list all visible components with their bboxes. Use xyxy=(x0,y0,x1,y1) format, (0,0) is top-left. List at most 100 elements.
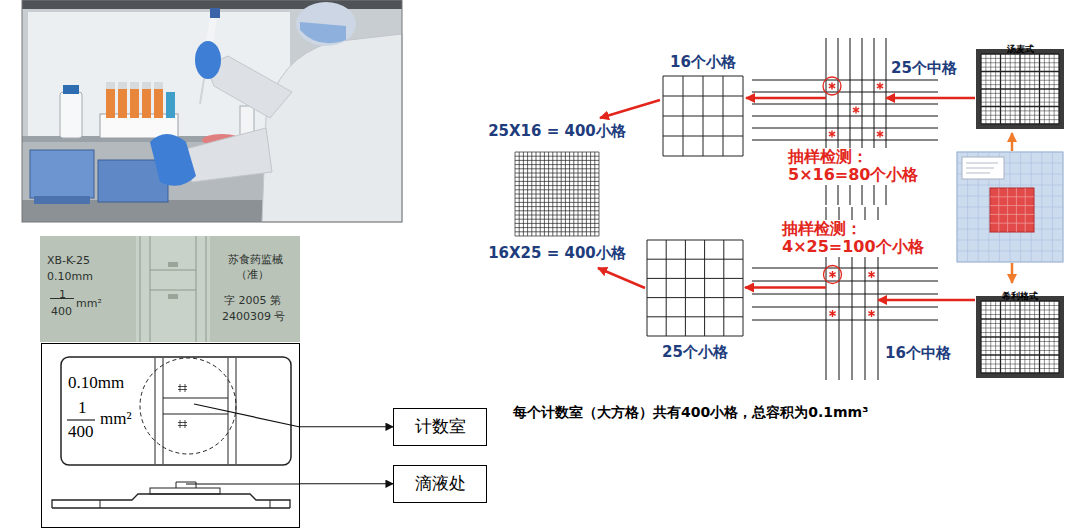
sample-star xyxy=(868,271,874,278)
grid-line xyxy=(998,188,999,232)
grid-line xyxy=(981,106,1059,107)
chart-grid xyxy=(981,54,1059,124)
crossing-grid: 25个中格 xyxy=(826,80,886,140)
text-slot: 0.10mm xyxy=(47,265,93,284)
node-area xyxy=(826,80,886,140)
grid-line xyxy=(752,140,938,141)
tube-cap xyxy=(130,82,139,89)
sample-star xyxy=(877,82,883,89)
grid-line xyxy=(647,240,648,336)
grid-line xyxy=(515,168,599,169)
grid-line xyxy=(981,97,1059,98)
grid-line xyxy=(957,262,1063,263)
grid-line xyxy=(981,88,1059,89)
caption: 每个计数室（大方格）共有400小格，总容积为0.1mm³ xyxy=(513,404,868,420)
chamber-grid xyxy=(957,152,1063,262)
grid-mark xyxy=(178,420,187,428)
slide-groove xyxy=(140,236,141,342)
dimension-label: 1 xyxy=(78,398,87,418)
grid-line xyxy=(981,350,1059,351)
cover-circle xyxy=(140,358,236,454)
head-cap xyxy=(296,2,356,46)
grid-line xyxy=(1007,188,1008,232)
arrow-connector xyxy=(300,483,393,484)
arrow-connector xyxy=(600,100,660,118)
grid-line xyxy=(515,160,599,161)
slide-print: 苏食药监械 xyxy=(228,254,283,267)
grid-line xyxy=(647,259,743,260)
tube-cap xyxy=(118,82,127,89)
groove-line xyxy=(236,358,237,464)
sample-star xyxy=(877,130,883,137)
grid-line xyxy=(957,240,1063,241)
grid-line xyxy=(981,346,1059,347)
text-slot: 1 xyxy=(78,398,87,418)
grid-line xyxy=(981,102,1059,103)
tube xyxy=(106,88,115,118)
grid-line xyxy=(515,156,599,157)
tube xyxy=(118,88,127,118)
grid-line xyxy=(647,297,743,298)
sample-star xyxy=(829,130,835,137)
slide-print: mm² xyxy=(76,298,102,311)
slide-print: （准） xyxy=(236,269,269,282)
groove-line xyxy=(155,358,156,464)
label-box: 计数室 xyxy=(393,408,487,446)
grid-line xyxy=(752,104,938,105)
info-line xyxy=(966,168,994,169)
grid-line xyxy=(752,80,938,81)
text-slot: 25X16 = 400小格 xyxy=(482,121,632,140)
text-slot: mm² xyxy=(76,292,102,311)
sampling-note: 抽样检测： 5×16=80个小格 xyxy=(786,148,950,185)
grid-line xyxy=(990,196,1034,197)
slide-section xyxy=(52,494,290,508)
drop-point xyxy=(176,482,196,488)
grid-line xyxy=(981,123,1059,124)
sampling-note: 抽样检测： 4×25=100个小格 xyxy=(780,220,944,257)
slide-band xyxy=(136,236,210,342)
grid-mark xyxy=(168,294,178,299)
grid-figure: 希利格式 xyxy=(975,285,1065,379)
text-slot: mm² xyxy=(100,409,132,429)
grid-line xyxy=(515,152,599,153)
photo-ground xyxy=(22,0,402,222)
grid-label: 25个小格 xyxy=(662,344,728,361)
fraction-bar xyxy=(67,419,95,420)
grid-line xyxy=(981,368,1059,369)
leader-line xyxy=(186,483,300,484)
chamber-image xyxy=(957,133,1063,283)
section-tick xyxy=(100,500,101,508)
grid-line xyxy=(1025,188,1026,232)
text-slot: 25个中格 xyxy=(891,58,957,77)
cover-glass xyxy=(150,488,220,494)
grid-lines xyxy=(515,152,599,236)
chamber-line xyxy=(163,398,228,399)
sample-star xyxy=(853,106,859,113)
sample-star xyxy=(868,310,874,317)
grid-line xyxy=(752,294,938,295)
slide-groove xyxy=(150,236,151,342)
text-slot: 抽样检测： 5×16=80个小格 xyxy=(786,148,950,185)
text-slot: 25个小格 xyxy=(645,342,745,361)
center-grid xyxy=(990,188,1034,232)
dimension-label: mm² xyxy=(100,409,132,429)
grid-line xyxy=(981,372,1059,373)
figure-title: 汤麦式 xyxy=(1007,44,1034,54)
text-slot: XB-K-25 xyxy=(47,249,90,268)
tube xyxy=(154,88,163,118)
slide-print: 0.10mm xyxy=(47,271,93,284)
tube-cap xyxy=(106,82,115,89)
text-slot: 400 xyxy=(51,300,72,319)
grid-line xyxy=(990,214,1034,215)
tube-cap xyxy=(142,82,151,89)
face-mask xyxy=(300,22,346,43)
grid-line xyxy=(752,320,938,321)
grid-line xyxy=(981,354,1059,355)
text-slot: 16X25 = 400小格 xyxy=(482,243,632,262)
section-tick xyxy=(270,500,271,508)
slide-outline xyxy=(61,357,291,465)
grid-lines xyxy=(647,240,743,336)
grid-line xyxy=(981,305,1059,306)
sleeve xyxy=(182,128,272,182)
